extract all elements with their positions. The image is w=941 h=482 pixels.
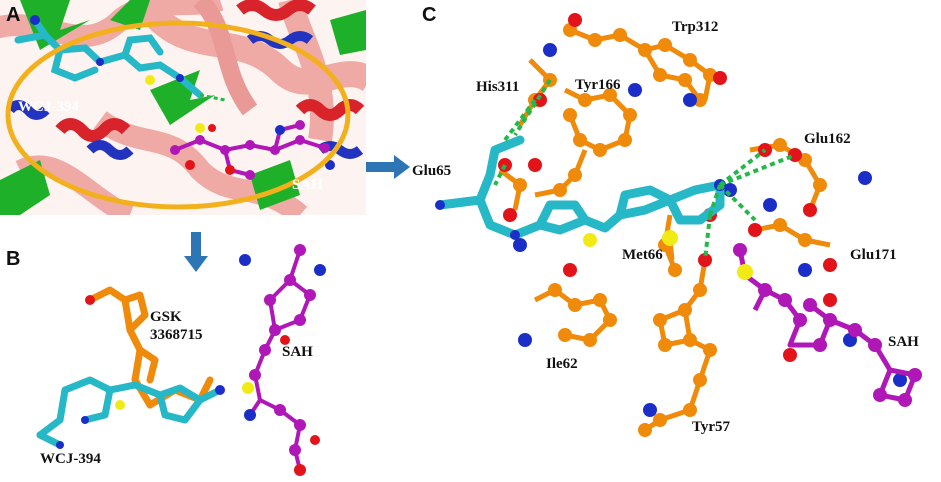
residue-label-glu171: Glu171 (850, 247, 897, 263)
highlight-ellipse (5, 20, 351, 210)
panel-a-label: A (6, 4, 21, 26)
arrow-right-icon (366, 155, 410, 179)
panel-c-structure (435, 13, 922, 437)
panel-b: B GSK 3368715 SAH WCJ-394 (0, 240, 366, 482)
residue-label-trp312: Trp312 (672, 19, 719, 35)
panel-b-cofactor-label: SAH (282, 344, 313, 360)
panel-a-ligand-label: WCJ-394 (18, 99, 79, 115)
panel-b-label: B (6, 248, 21, 270)
residue-label-glu162: Glu162 (804, 131, 851, 147)
arrow-down-icon (184, 232, 208, 272)
panel-c: C Trp312 His311 Tyr166 Glu162 Glu65 Met6… (410, 0, 941, 482)
panel-c-label: C (422, 4, 437, 26)
residue-label-sah: SAH (888, 334, 919, 350)
panel-a-cofactor-label: SAH (292, 177, 323, 193)
residue-label-tyr166: Tyr166 (575, 77, 621, 93)
panel-b-compound-label: GSK 3368715 (150, 309, 203, 343)
panel-b-ligand-label: WCJ-394 (40, 451, 101, 467)
residue-label-his311: His311 (476, 79, 520, 95)
panel-a: A WCJ-394 SAH (0, 0, 366, 215)
residue-label-met66: Met66 (622, 247, 663, 263)
residue-label-glu65: Glu65 (412, 163, 452, 179)
panel-a-structure (0, 0, 366, 215)
residue-label-ile62: Ile62 (546, 356, 578, 372)
panel-b-structure (36, 244, 326, 476)
residue-label-tyr57: Tyr57 (692, 419, 731, 435)
